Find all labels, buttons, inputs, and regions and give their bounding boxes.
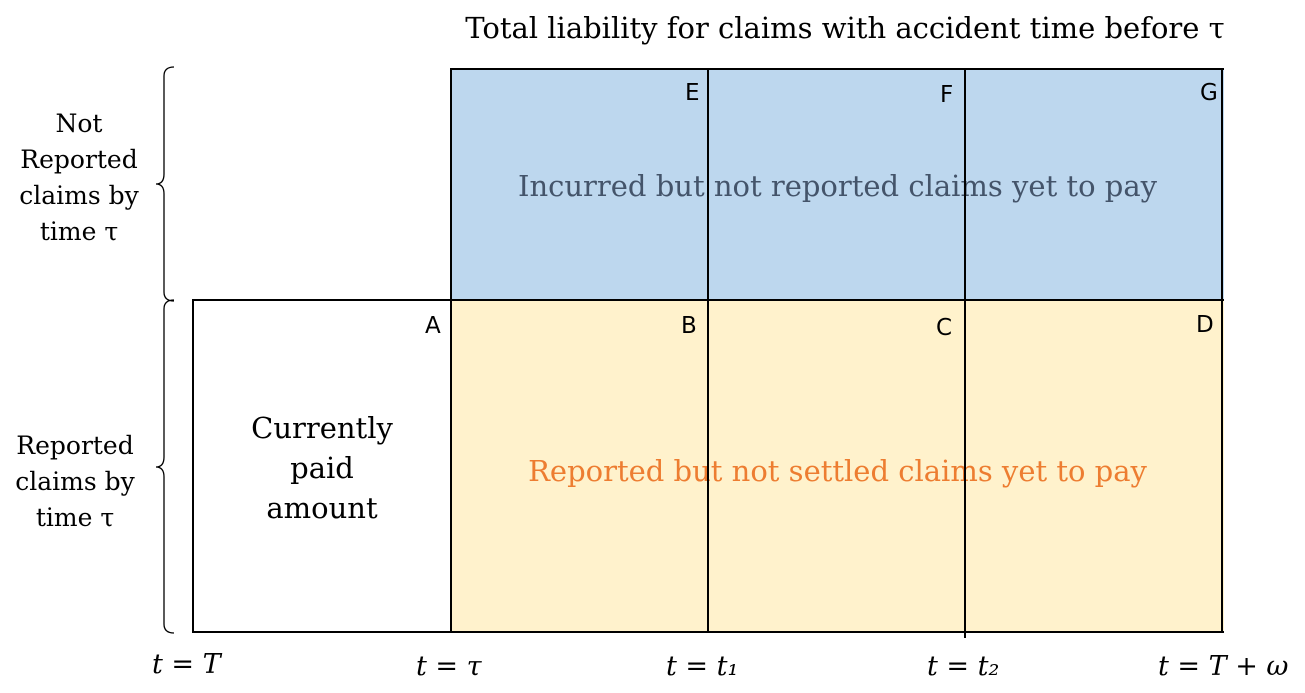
vertical-line-t-T bbox=[192, 299, 194, 633]
reported-line-1: Reported bbox=[16, 431, 134, 460]
paid-line-1: Currently bbox=[251, 411, 393, 445]
top-border-line bbox=[451, 68, 1224, 70]
vertical-line-t-tau bbox=[450, 68, 452, 633]
vertical-line-t-T-omega bbox=[1221, 68, 1223, 633]
not-reported-line-2: Reported bbox=[20, 145, 138, 174]
not-reported-line-3: claims by bbox=[19, 181, 139, 210]
corner-label-f: F bbox=[940, 82, 954, 108]
reported-line-2: claims by bbox=[15, 467, 135, 496]
ibnr-label: Incurred but not reported claims yet to … bbox=[517, 169, 1158, 203]
vertical-line-t-2-overlay bbox=[964, 160, 966, 210]
corner-label-c: C bbox=[936, 315, 953, 341]
reported-line-3: time τ bbox=[35, 503, 115, 532]
paid-line-3: amount bbox=[266, 491, 378, 525]
vertical-line-t-1-overlay bbox=[707, 160, 709, 210]
ibnr-region bbox=[451, 69, 1224, 301]
time-label-t-T: t = T bbox=[152, 649, 221, 680]
paid-line-2: paid bbox=[290, 451, 354, 485]
not-reported-line-1: Not bbox=[55, 109, 103, 138]
reported-brace bbox=[155, 299, 175, 634]
time-label-t-T-omega: t = T + ω bbox=[1158, 651, 1289, 682]
not-reported-line-4: time τ bbox=[39, 217, 119, 246]
vertical-line-t-2-overlay-lower bbox=[964, 448, 966, 498]
diagram-title: Total liability for claims with accident… bbox=[465, 11, 1225, 45]
time-label-t-tau: t = τ bbox=[416, 651, 482, 682]
vertical-line-t-2 bbox=[964, 68, 966, 638]
corner-label-e: E bbox=[685, 80, 700, 106]
corner-label-g: G bbox=[1200, 80, 1218, 106]
paid-label: Currently paid amount bbox=[194, 408, 450, 528]
rbns-region bbox=[451, 300, 1224, 633]
corner-label-b: B bbox=[681, 313, 697, 339]
vertical-line-t-1 bbox=[707, 68, 709, 633]
not-reported-row-label: Not Reported claims by time τ bbox=[8, 106, 150, 250]
paid-region bbox=[192, 300, 452, 633]
corner-label-d: D bbox=[1196, 312, 1214, 338]
corner-label-a: A bbox=[425, 313, 441, 339]
rbns-label: Reported but not settled claims yet to p… bbox=[528, 454, 1147, 488]
reported-row-label: Reported claims by time τ bbox=[4, 428, 146, 536]
not-reported-brace bbox=[155, 66, 175, 302]
vertical-line-t-1-overlay-lower bbox=[707, 448, 709, 498]
time-label-t-2: t = t₂ bbox=[927, 651, 1000, 682]
time-label-t-1: t = t₁ bbox=[666, 651, 739, 682]
